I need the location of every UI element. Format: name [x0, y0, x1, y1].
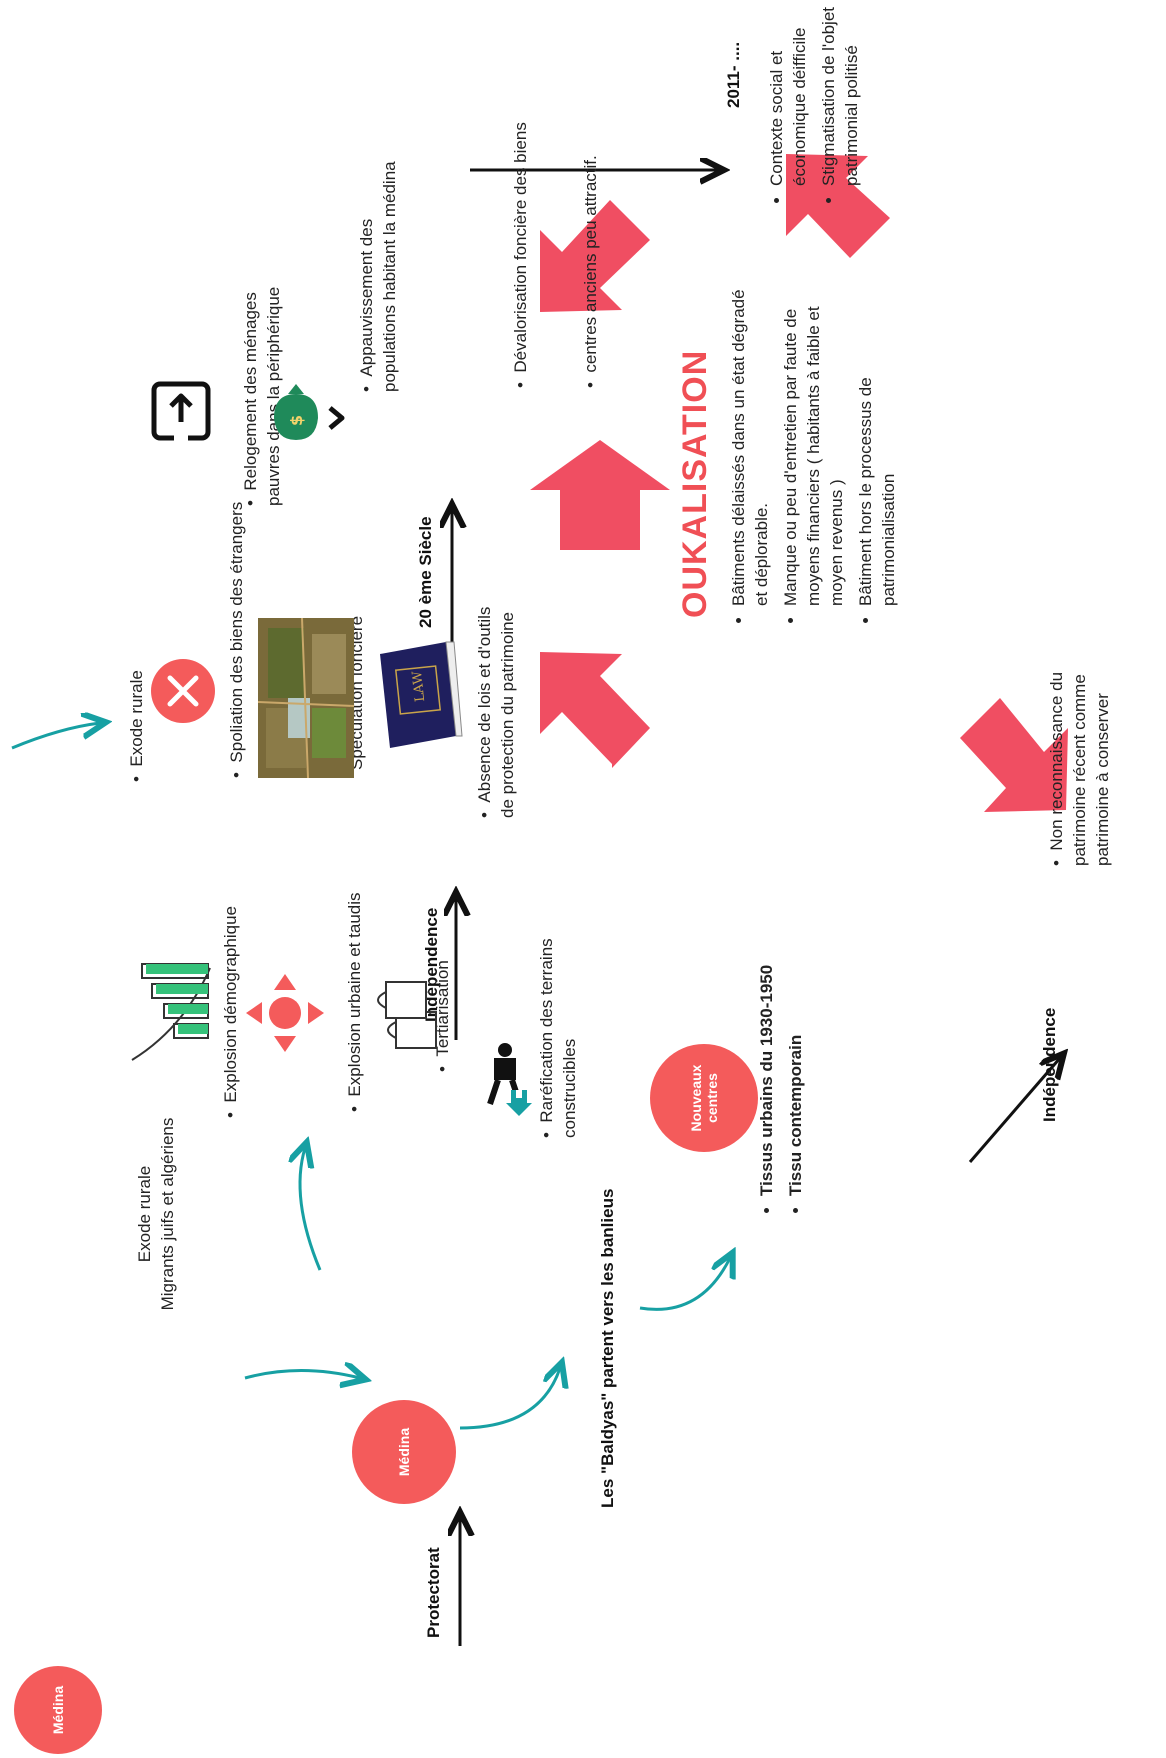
oukalisation-title: OUKALISATION	[676, 349, 714, 618]
context-2011-item-1: Contexte social et économique déifficile	[766, 0, 812, 186]
aerial-photo-icon	[257, 617, 355, 779]
upload-box-icon	[151, 381, 211, 444]
oukalisation-item-2: Manque ou peu d'entretien par faute de m…	[780, 276, 849, 606]
law-book-icon: LAW	[380, 641, 463, 748]
oukalisation-item-3: Bâtiment hors le processus de patrimonia…	[855, 276, 901, 606]
house-icon	[506, 1090, 532, 1116]
column2-item-1: • Exode rurale	[127, 670, 146, 782]
shopping-bags-icon	[377, 981, 437, 1049]
independence-2-arrow	[968, 1058, 1060, 1163]
tissus-item-2: Tissu contemporain	[785, 866, 808, 1196]
inflow-line-1: Exode rurale	[135, 1165, 154, 1263]
inflow-text: Exode rurale Migrants juifs et algériens	[134, 1094, 180, 1334]
column1-item-1: • Explosion démographique	[221, 906, 240, 1118]
column3-text-2: Appauvissement des populations habitant …	[357, 161, 399, 392]
big-arrow-bottom	[960, 698, 1068, 812]
column1-text-1: Explosion démographique	[221, 906, 240, 1103]
non-reco-item: • Non reconnaissance du patrimoine récen…	[1047, 671, 1112, 866]
column3-item-3: • Dévalorisation foncière des biens	[511, 122, 530, 388]
column2-text-2: Spoliation des biens des étrangers	[227, 501, 246, 763]
column2-item-2: • Spoliation des biens des étrangers	[227, 501, 246, 778]
date-2011-label: 2011- ....	[724, 41, 743, 108]
big-arrow-left-2	[530, 440, 670, 550]
money-bag-icon: $	[274, 384, 345, 440]
column3-text-3: Dévalorisation foncière des biens	[511, 122, 530, 373]
twentieth-century-label: 20 ème Siècle	[416, 516, 435, 628]
protectorat-label: Protectorat	[424, 1547, 443, 1638]
context-2011-list: Contexte social et économique déifficile…	[766, 0, 870, 208]
independence-2-label: Indépendence	[1040, 1007, 1059, 1122]
big-arrows	[530, 154, 1068, 812]
tissus-list: Tissus urbains du 1930-1950 Tissu contem…	[756, 866, 814, 1218]
context-2011-item-2: Stigmatisation de l'objet patrimonial po…	[818, 0, 864, 186]
svg-text:$: $	[287, 415, 306, 426]
svg-text:LAW: LAW	[410, 670, 428, 703]
column1-item-2: • Explosion urbaine et taudis	[345, 892, 364, 1112]
big-arrow-top-2	[786, 154, 890, 258]
non-reco-text: Non reconnaissance du patrimoine récent …	[1047, 671, 1112, 866]
column1-text-4: Raréfication des terrains construcibles	[537, 938, 579, 1138]
baldyas-label: Les "Baldyas" partent vers les banlieus	[598, 1188, 617, 1508]
column1-text-2: Explosion urbaine et taudis	[345, 892, 364, 1097]
big-arrow-top-1	[540, 200, 650, 312]
arrows-cross-icon	[246, 974, 324, 1052]
column2-item-4: • Absence de lois et d'outils de protect…	[475, 606, 517, 818]
oukalisation-item-1: Bâtiments délaissés dans un état dégradé…	[728, 276, 774, 606]
cancel-x-icon	[151, 659, 215, 723]
explosion-to-medina-arrow	[300, 1148, 322, 1271]
column3-item-4: • centres anciens peu attractif.	[581, 155, 600, 388]
exode-top-arrow	[11, 723, 100, 750]
big-arrow-left-1	[540, 652, 650, 768]
medina-to-banlieue-arrow	[459, 1368, 560, 1430]
bar-chart-icon	[131, 963, 211, 1061]
banlieue-to-centres-arrow	[639, 1258, 730, 1311]
column2-text-4: Absence de lois et d'outils de protectio…	[475, 606, 517, 818]
inflow-arrow	[244, 1371, 360, 1379]
tissus-item-1: Tissus urbains du 1930-1950	[756, 866, 779, 1196]
column3-item-2: • Appauvissement des populations habitan…	[357, 161, 399, 392]
inflow-line-2: Migrants juifs et algériens	[157, 1117, 177, 1311]
column3-text-4: centres anciens peu attractif.	[581, 155, 600, 373]
column2-text-1: Exode rurale	[127, 670, 146, 767]
column1-item-4: • Raréfication des terrains construcible…	[537, 938, 579, 1138]
oukalisation-list: Bâtiments délaissés dans un état dégradé…	[728, 276, 907, 628]
person-icon	[487, 1043, 523, 1105]
